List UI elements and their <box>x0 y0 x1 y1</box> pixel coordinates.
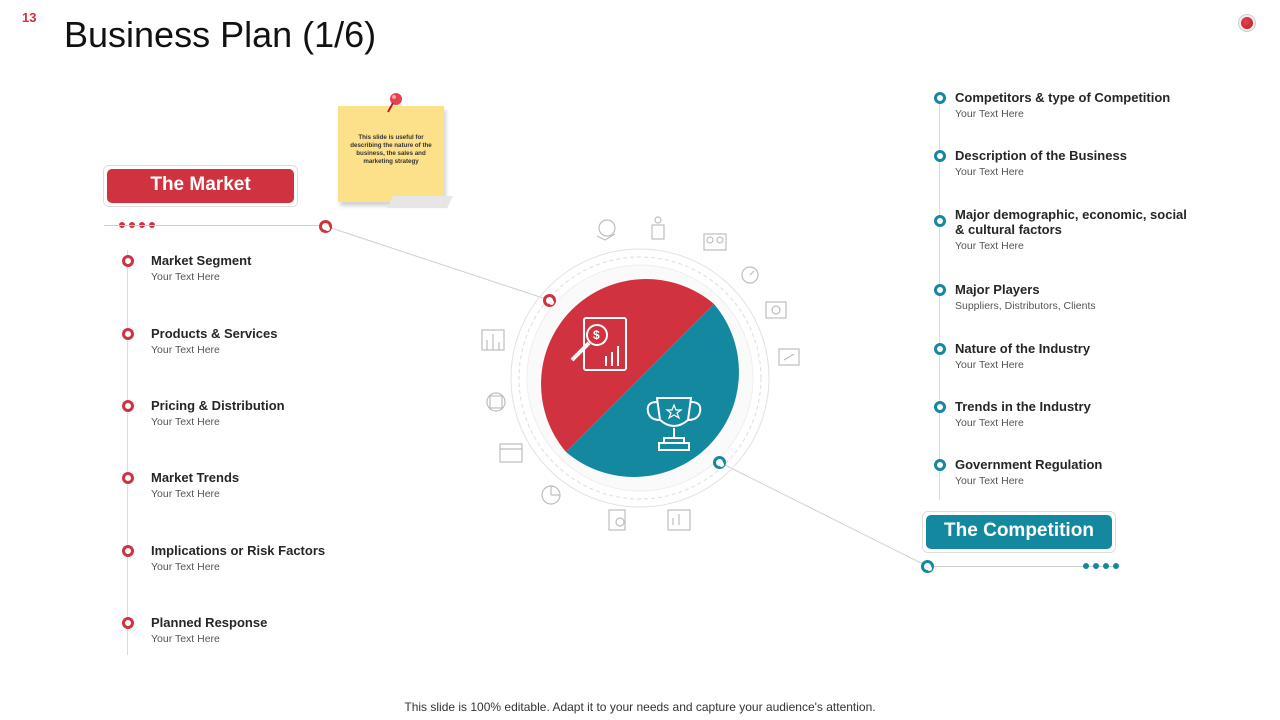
market-analysis-icon: $ <box>570 317 627 371</box>
market-badge[interactable]: The Market <box>107 169 294 203</box>
item-title: Major demographic, economic, social <box>955 207 1187 222</box>
report-icon <box>667 509 691 531</box>
bullet-icon <box>122 617 134 629</box>
item-subtitle: Your Text Here <box>955 108 1024 120</box>
item-title: Competitors & type of Competition <box>955 90 1171 105</box>
gear-chart-icon <box>486 392 506 412</box>
list-item[interactable]: Market Segment Your Text Here <box>122 253 252 283</box>
bullet-icon <box>934 284 946 296</box>
list-item[interactable]: Products & Services Your Text Here <box>122 326 278 356</box>
market-list-line <box>127 250 128 655</box>
logo-dot-icon <box>1239 15 1255 31</box>
bullet-icon <box>122 328 134 340</box>
building-chart-icon <box>481 329 505 351</box>
decorative-icons <box>481 216 800 531</box>
slide-number: 13 <box>22 10 37 25</box>
bullet-icon <box>934 215 946 227</box>
list-item[interactable]: Government Regulation Your Text Here <box>934 457 1103 487</box>
item-title: Implications or Risk Factors <box>151 543 326 558</box>
list-item[interactable]: Competitors & type of Competition Your T… <box>934 90 1171 120</box>
bullet-icon <box>122 400 134 412</box>
team-icon <box>703 233 727 251</box>
chess-icon <box>651 216 665 240</box>
item-subtitle: Your Text Here <box>151 344 220 356</box>
presentation-icon <box>778 348 800 366</box>
svg-text:$: $ <box>593 328 600 342</box>
list-item[interactable]: Market Trends Your Text Here <box>122 470 240 500</box>
bullet-icon <box>122 545 134 557</box>
item-subtitle: Your Text Here <box>151 271 220 283</box>
item-title: Products & Services <box>151 326 278 341</box>
item-subtitle: Your Text Here <box>151 561 220 573</box>
item-title: Planned Response <box>151 615 268 630</box>
bullet-icon <box>934 401 946 413</box>
competition-badge[interactable]: The Competition <box>926 515 1112 549</box>
item-subtitle: Your Text Here <box>955 359 1024 371</box>
competition-line-node <box>921 560 934 573</box>
document-icon <box>608 509 626 531</box>
competition-connector-node <box>713 456 726 469</box>
item-subtitle: Your Text Here <box>151 488 220 500</box>
competition-half <box>566 304 739 477</box>
stopwatch-icon <box>741 266 759 284</box>
list-item[interactable]: Description of the Business Your Text He… <box>934 148 1127 178</box>
bullet-icon <box>122 255 134 267</box>
item-subtitle: Your Text Here <box>151 416 220 428</box>
item-title: Market Trends <box>151 470 240 485</box>
pie-chart-icon <box>541 485 561 505</box>
item-title: Pricing & Distribution <box>151 398 285 413</box>
market-badge-frame: The Market <box>103 165 298 207</box>
list-item[interactable]: Major Players Suppliers, Distributors, C… <box>934 282 1096 312</box>
item-title-line2: & cultural factors <box>955 222 1062 237</box>
item-title: Description of the Business <box>955 148 1127 163</box>
competition-list-line <box>939 92 940 500</box>
market-connector-node <box>543 294 556 307</box>
item-title: Government Regulation <box>955 457 1103 472</box>
monitor-icon <box>765 301 787 319</box>
bullet-icon <box>122 472 134 484</box>
handshake-icon <box>596 219 616 241</box>
market-underline <box>104 225 326 226</box>
bullet-icon <box>934 92 946 104</box>
list-item[interactable]: Pricing & Distribution Your Text Here <box>122 398 285 428</box>
bullet-icon <box>934 459 946 471</box>
item-subtitle: Your Text Here <box>955 166 1024 178</box>
slide-title[interactable]: Business Plan (1/6) <box>64 14 377 55</box>
list-item[interactable]: Planned Response Your Text Here <box>122 615 268 645</box>
item-subtitle: Your Text Here <box>955 475 1024 487</box>
item-subtitle: Your Text Here <box>955 417 1024 429</box>
list-item[interactable]: Major demographic, economic, social & cu… <box>934 207 1187 252</box>
trophy-icon <box>646 397 702 451</box>
browser-chart-icon <box>499 443 523 463</box>
item-title: Major Players <box>955 282 1040 297</box>
item-title: Trends in the Industry <box>955 399 1091 414</box>
bullet-icon <box>934 150 946 162</box>
bullet-icon <box>934 343 946 355</box>
item-title: Market Segment <box>151 253 252 268</box>
item-title: Nature of the Industry <box>955 341 1091 356</box>
footer-note: This slide is 100% editable. Adapt it to… <box>404 700 876 714</box>
market-line-node <box>319 220 332 233</box>
sticky-note: This slide is useful for describing the … <box>338 106 444 202</box>
list-item[interactable]: Implications or Risk Factors Your Text H… <box>122 543 326 573</box>
competition-dots <box>1083 563 1119 569</box>
list-item[interactable]: Trends in the Industry Your Text Here <box>934 399 1091 429</box>
item-subtitle: Your Text Here <box>151 633 220 645</box>
item-subtitle: Suppliers, Distributors, Clients <box>955 300 1096 312</box>
competition-underline <box>927 566 1117 567</box>
sticky-note-text: This slide is useful for describing the … <box>350 134 432 165</box>
competition-badge-frame: The Competition <box>922 511 1116 553</box>
pushpin-icon <box>387 93 402 113</box>
list-item[interactable]: Nature of the Industry Your Text Here <box>934 341 1091 371</box>
item-subtitle: Your Text Here <box>955 240 1024 252</box>
